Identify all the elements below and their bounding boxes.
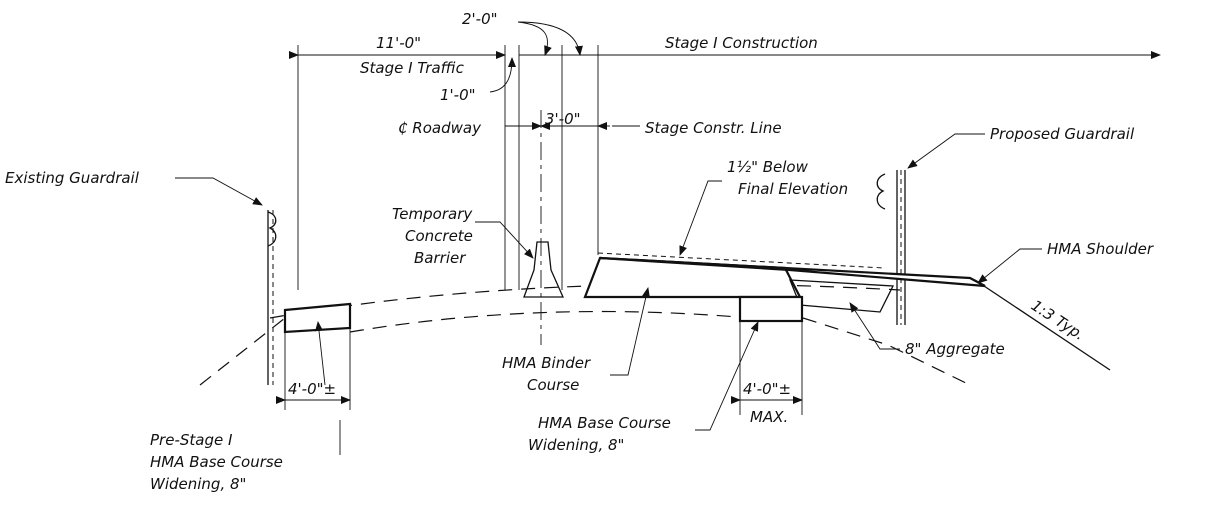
label-temp-barrier-1: Temporary bbox=[392, 205, 473, 223]
label-hma-shoulder: HMA Shoulder bbox=[1047, 240, 1154, 258]
label-prestage-3: Widening, 8" bbox=[150, 475, 246, 493]
label-prestage-2: HMA Base Course bbox=[150, 453, 283, 471]
label-dim-2ft: 2'-0" bbox=[462, 10, 498, 28]
label-temp-barrier-3: Barrier bbox=[414, 249, 466, 267]
label-cl-roadway: ₵ Roadway bbox=[398, 119, 482, 137]
label-temp-barrier-2: Concrete bbox=[405, 227, 473, 245]
aggregate-layer bbox=[789, 279, 895, 313]
shoulder-slope bbox=[974, 279, 1111, 371]
temporary-concrete-barrier bbox=[523, 241, 565, 298]
base-course-widening bbox=[738, 295, 804, 323]
label-binder-2: Course bbox=[527, 376, 579, 394]
callout-leaders bbox=[175, 125, 1042, 455]
reference-lines bbox=[297, 45, 599, 345]
text-labels: Stage I Construction 11'-0" Stage I Traf… bbox=[5, 10, 1154, 493]
label-aggregate: 8" Aggregate bbox=[905, 340, 1005, 358]
label-binder-1: HMA Binder bbox=[502, 354, 591, 372]
label-existing-guardrail: Existing Guardrail bbox=[5, 169, 140, 187]
label-dim-4ft-right: 4'-0"± bbox=[743, 380, 791, 398]
proposed-guardrail bbox=[876, 170, 906, 325]
pre-stage-widening bbox=[283, 302, 352, 334]
label-proposed-guardrail: Proposed Guardrail bbox=[990, 125, 1135, 143]
label-max: MAX. bbox=[750, 408, 788, 426]
bottom-dimensions bbox=[276, 321, 803, 415]
label-stage1-traffic: Stage I Traffic bbox=[360, 59, 465, 77]
label-dim-3ft: 3'-0" bbox=[545, 110, 581, 128]
label-dim-11ft: 11'-0" bbox=[376, 34, 421, 52]
label-base-widening-2: Widening, 8" bbox=[528, 436, 624, 454]
label-below-final-2: Final Elevation bbox=[738, 180, 848, 198]
label-stage-constr-line: Stage Constr. Line bbox=[645, 119, 782, 137]
label-dim-4ft-left: 4'-0"± bbox=[288, 380, 336, 398]
label-prestage-1: Pre-Stage I bbox=[150, 431, 233, 449]
label-dim-1ft: 1'-0" bbox=[440, 86, 476, 104]
label-slope: 1:3 Typ. bbox=[1028, 296, 1088, 344]
label-base-widening-1: HMA Base Course bbox=[538, 414, 671, 432]
existing-guardrail bbox=[267, 210, 277, 385]
hma-binder-course bbox=[583, 256, 986, 299]
label-below-final-1: 1½" Below bbox=[727, 158, 809, 176]
top-dimensions bbox=[289, 21, 1161, 130]
label-stage1-construction: Stage I Construction bbox=[665, 34, 818, 52]
